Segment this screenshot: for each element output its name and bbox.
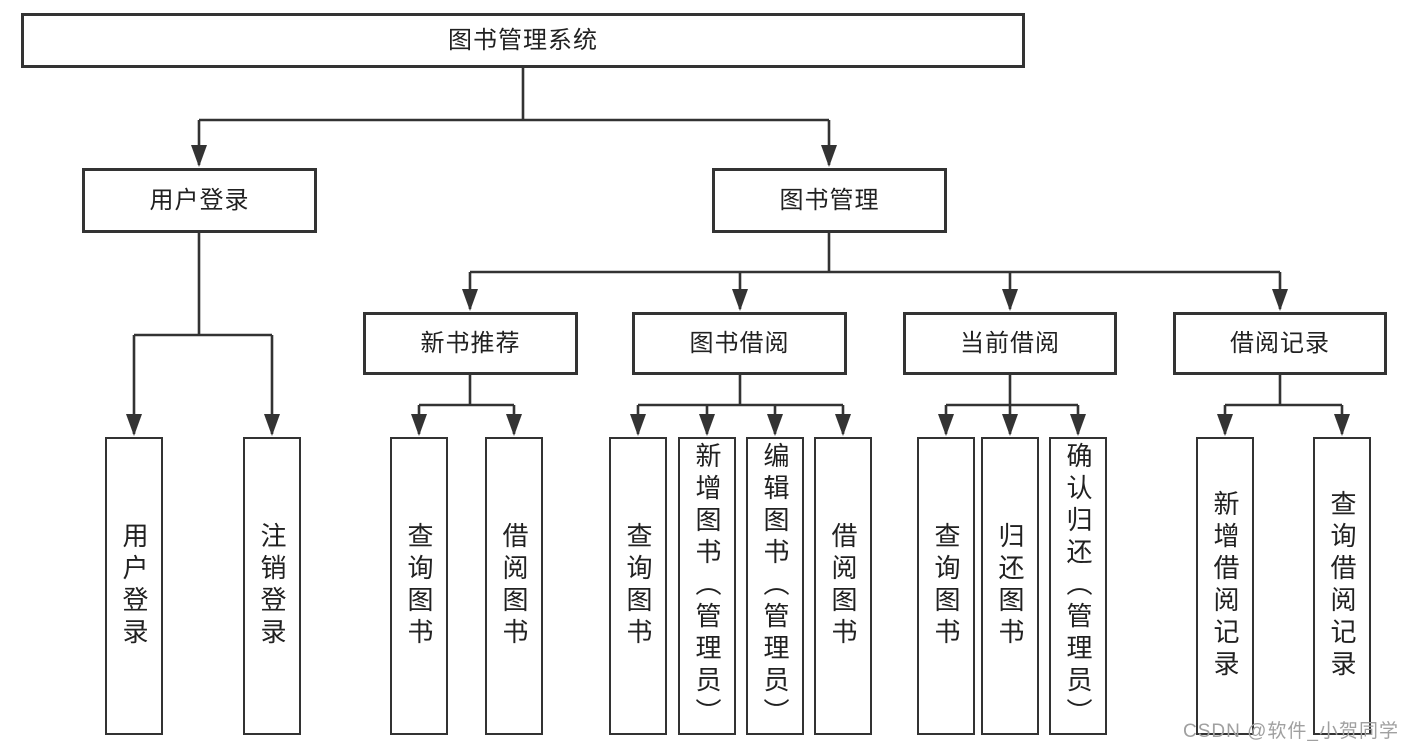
watermark: CSDN @软件_小贺同学 — [1183, 721, 1399, 742]
node-label: 查询图书 — [404, 522, 434, 650]
node-current-borrow: 当前借阅 — [903, 312, 1117, 375]
leaf-recommend-borrow-books: 借阅图书 — [485, 437, 543, 735]
node-label: 用户登录 — [119, 522, 149, 650]
node-label: 归还图书 — [995, 522, 1025, 650]
node-label: 新增图书（管理员） — [692, 442, 722, 730]
node-new-book-recommend: 新书推荐 — [363, 312, 578, 375]
leaf-query-borrow-record: 查询借阅记录 — [1313, 437, 1371, 735]
leaf-borrow-books: 借阅图书 — [814, 437, 872, 735]
node-label: 确认归还（管理员） — [1063, 442, 1093, 730]
node-label: 图书管理系统 — [448, 26, 598, 54]
node-label: 查询图书 — [623, 522, 653, 650]
leaf-logout: 注销登录 — [243, 437, 301, 735]
node-label: 图书借阅 — [689, 329, 790, 357]
node-label: 新增借阅记录 — [1210, 490, 1240, 682]
leaf-return-books: 归还图书 — [981, 437, 1039, 735]
node-label: 查询借阅记录 — [1327, 490, 1357, 682]
leaf-confirm-return-admin: 确认归还（管理员） — [1049, 437, 1107, 735]
node-borrow-records: 借阅记录 — [1173, 312, 1387, 375]
leaf-current-query-books: 查询图书 — [917, 437, 975, 735]
node-label: 编辑图书（管理员） — [760, 442, 790, 730]
leaf-recommend-query-books: 查询图书 — [390, 437, 448, 735]
node-label: 图书管理 — [779, 186, 880, 214]
leaf-edit-books-admin: 编辑图书（管理员） — [746, 437, 804, 735]
node-label: 当前借阅 — [960, 329, 1060, 357]
node-user-login: 用户登录 — [82, 168, 317, 233]
node-label: 注销登录 — [257, 522, 287, 650]
node-label: 用户登录 — [149, 186, 250, 214]
node-book-borrow: 图书借阅 — [632, 312, 847, 375]
leaf-user-login: 用户登录 — [105, 437, 163, 735]
leaf-add-borrow-record: 新增借阅记录 — [1196, 437, 1254, 735]
node-label: 借阅图书 — [499, 522, 529, 650]
leaf-add-books-admin: 新增图书（管理员） — [678, 437, 736, 735]
node-root-system: 图书管理系统 — [21, 13, 1025, 68]
node-label: 借阅记录 — [1230, 329, 1330, 357]
node-label: 查询图书 — [931, 522, 961, 650]
node-label: 借阅图书 — [828, 522, 858, 650]
node-label: 新书推荐 — [420, 329, 521, 357]
node-book-management: 图书管理 — [712, 168, 947, 233]
leaf-borrow-query-books: 查询图书 — [609, 437, 667, 735]
